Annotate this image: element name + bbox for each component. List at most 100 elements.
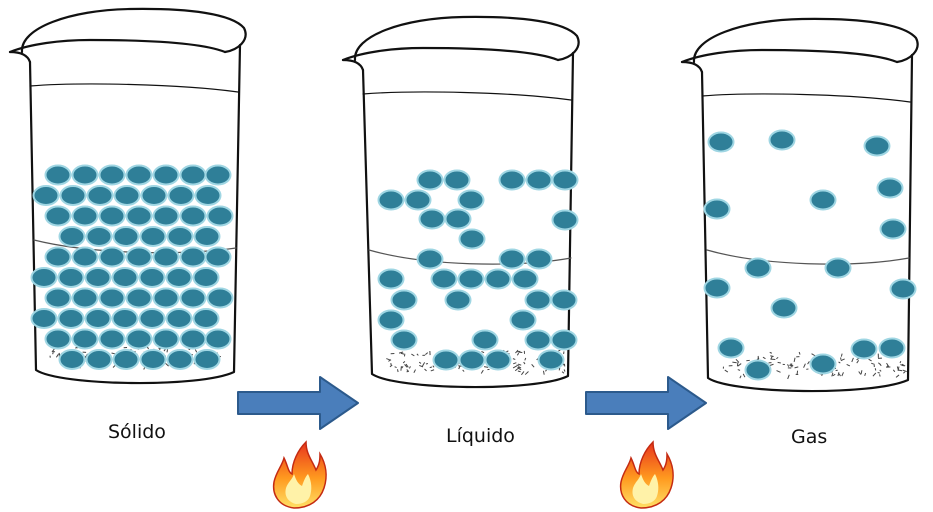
particle [416, 248, 444, 270]
residue-speck [386, 358, 391, 361]
residue-speck [860, 370, 863, 375]
particle [71, 246, 99, 268]
particle [71, 164, 99, 186]
particle [98, 205, 126, 227]
particle [166, 349, 194, 370]
particle [113, 185, 141, 206]
residue-speck [798, 351, 801, 355]
residue-speck [424, 368, 427, 372]
particle [140, 185, 168, 206]
residue-speck [513, 362, 517, 365]
residue-speck [871, 362, 875, 365]
residue-speck [480, 369, 484, 374]
particle [86, 185, 114, 206]
residue-speck [429, 366, 433, 369]
particle [139, 226, 167, 247]
particle [498, 169, 526, 191]
residue-speck [398, 351, 404, 354]
residue-speck [762, 356, 766, 360]
residue-speck [803, 363, 806, 368]
residue-speck [462, 369, 465, 372]
particle [125, 164, 153, 186]
residue-speck [770, 355, 774, 357]
particle [152, 328, 180, 350]
particle [71, 205, 99, 227]
particle [58, 226, 86, 247]
residue-speck [901, 363, 906, 367]
residue-speck [776, 370, 781, 373]
particle [471, 329, 499, 351]
particle [44, 164, 72, 186]
residue-speck [421, 362, 426, 367]
residue-speck [402, 360, 406, 364]
particle [878, 337, 906, 359]
residue-speck [458, 365, 461, 370]
state-label-solid: Sólido [108, 421, 166, 443]
residue-speck [732, 361, 737, 364]
residue-speck [512, 365, 518, 369]
particle [717, 337, 745, 359]
residue-speck [724, 369, 729, 373]
particle [204, 246, 232, 268]
residue-speck [832, 373, 836, 377]
gas-particles [703, 129, 917, 381]
particle [179, 328, 207, 350]
particle [194, 185, 222, 206]
residue-speck [524, 371, 529, 375]
particle [511, 268, 539, 290]
particle [390, 329, 418, 351]
residue-speck [840, 358, 845, 362]
residue-speck [837, 372, 840, 377]
residue-speck [872, 372, 877, 377]
particle [193, 226, 221, 247]
residue-speck [418, 361, 422, 364]
particle [98, 164, 126, 186]
particle [703, 198, 731, 220]
particle [524, 289, 552, 311]
residue-speck [838, 361, 841, 364]
residue-speck [879, 369, 882, 372]
residue-speck [879, 363, 882, 367]
particle [125, 246, 153, 268]
residue-speck [406, 370, 410, 373]
particle [537, 349, 565, 371]
particle [192, 267, 220, 288]
particle [430, 268, 458, 290]
particle [432, 349, 460, 371]
particle [525, 169, 553, 191]
particle [444, 208, 472, 230]
particle [204, 328, 232, 350]
residue-speck [789, 364, 794, 367]
liquid-particles [377, 169, 579, 371]
residue-speck [394, 366, 397, 369]
particle [377, 268, 405, 290]
residue-speck [737, 363, 742, 367]
particle [377, 309, 405, 331]
right-arrow-icon [585, 376, 707, 430]
particle [457, 268, 485, 290]
particle [71, 328, 99, 350]
particle [551, 169, 579, 191]
residue-speck [776, 356, 779, 360]
particle [879, 218, 907, 240]
particle [165, 267, 193, 288]
residue-speck [404, 364, 408, 368]
residue-speck [831, 372, 834, 377]
particle [850, 338, 878, 360]
particle [484, 268, 512, 290]
residue-speck [405, 363, 409, 368]
residue-speck [400, 352, 405, 355]
particle [44, 287, 72, 309]
residue-speck [545, 369, 548, 372]
particle [192, 308, 220, 329]
residue-speck [851, 357, 854, 363]
particle [152, 164, 180, 186]
particle [744, 359, 772, 381]
state-label-gas: Gas [791, 426, 828, 448]
particle [179, 164, 207, 186]
particle [59, 185, 87, 206]
residue-speck [811, 353, 816, 357]
particle [111, 267, 139, 288]
residue-speck [787, 364, 790, 367]
